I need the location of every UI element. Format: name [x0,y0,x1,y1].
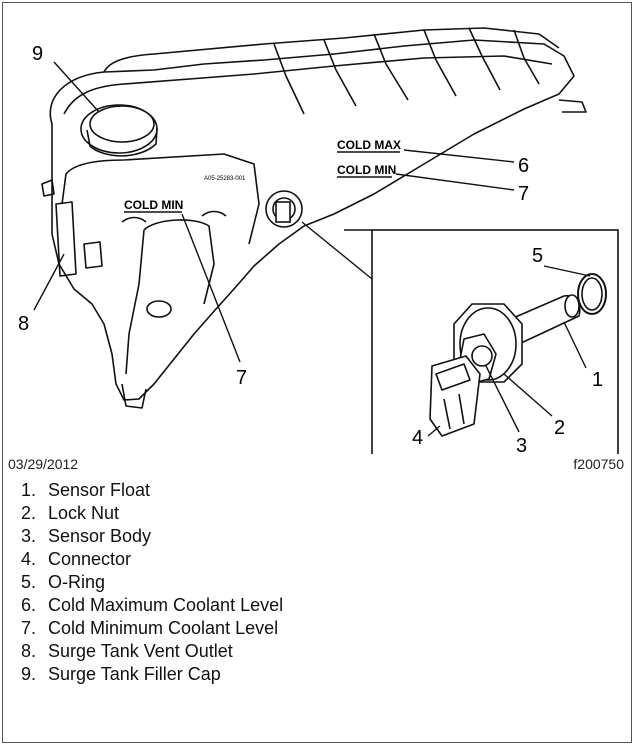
callout-6: 6 [518,155,529,177]
surge-tank-diagram: COLD MAX COLD MIN COLD MIN A05-25283-001 [18,27,619,454]
callout-7-upper: 7 [518,183,529,205]
legend-list: 1.Sensor Float 2.Lock Nut 3.Sensor Body … [8,479,283,686]
legend-item: 2.Lock Nut [20,503,120,523]
legend-item: 5.O-Ring [20,572,106,592]
legend-item: 4.Connector [20,549,132,569]
callout-9: 9 [32,43,43,65]
legend-item: 8.Surge Tank Vent Outlet [20,641,233,661]
figure-date: 03/29/2012 [8,456,79,472]
tank-markings: COLD MAX COLD MIN COLD MIN A05-25283-001 [124,138,401,213]
legend-item: 3.Sensor Body [20,526,152,546]
callout-8: 8 [18,313,29,335]
tank-sensor [265,190,303,228]
cold-min-front-mark: COLD MIN [124,198,183,212]
legend-item: 7.Cold Minimum Coolant Level [20,618,279,638]
cold-max-mark: COLD MAX [337,138,401,152]
sensor-assembly [429,273,607,437]
callout-7-front: 7 [236,367,247,389]
figure-id: f200750 [573,456,624,472]
callouts: 9 6 7 7 8 5 1 2 3 4 [18,43,603,454]
callout-4: 4 [412,427,423,449]
part-number-mark: A05-25283-001 [204,176,246,182]
filler-cap [80,104,158,157]
callout-2: 2 [554,417,565,439]
legend-item: 6.Cold Maximum Coolant Level [20,595,284,615]
legend-item: 1.Sensor Float [20,480,151,500]
surge-tank [41,27,587,409]
legend-item: 9.Surge Tank Filler Cap [20,664,221,684]
callout-5: 5 [532,245,543,267]
cold-min-upper-mark: COLD MIN [337,163,396,177]
leader-lines [33,61,591,437]
callout-3: 3 [516,435,527,454]
callout-1: 1 [592,369,603,391]
